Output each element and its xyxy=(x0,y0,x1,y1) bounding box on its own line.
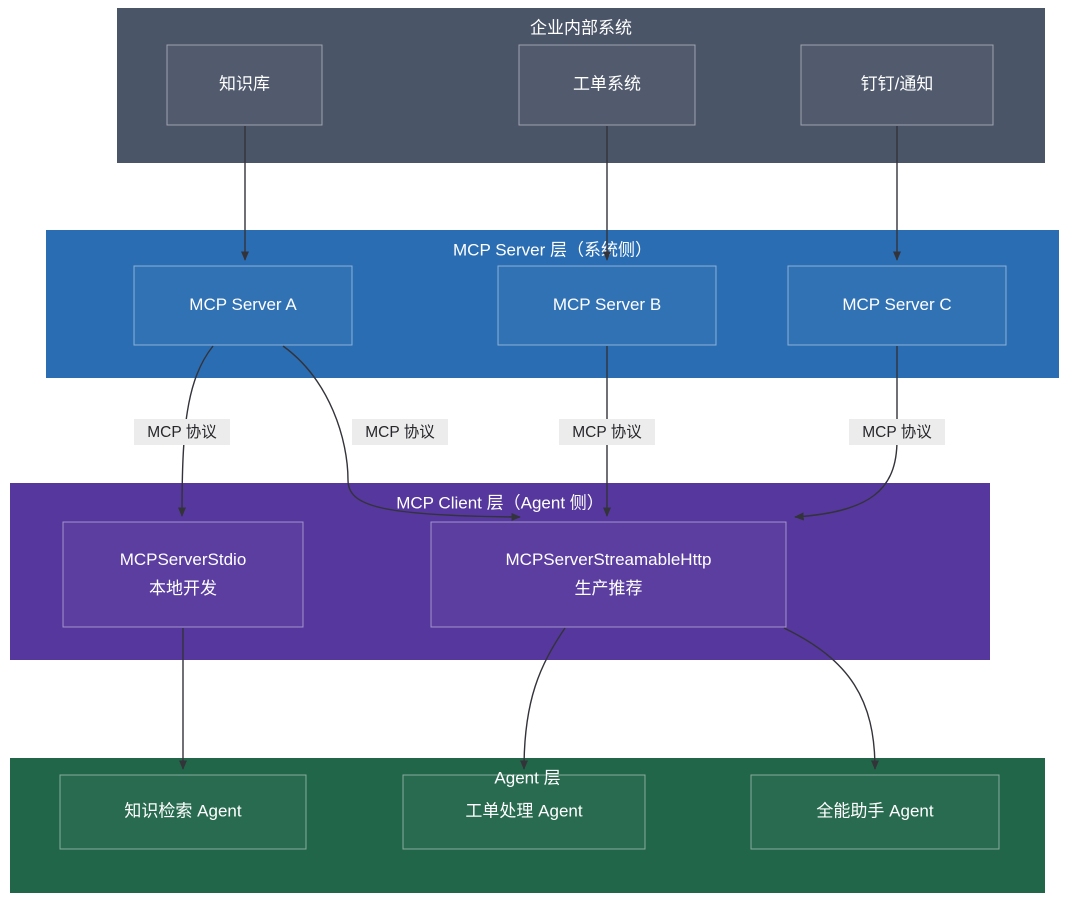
layer-band-mcp-client xyxy=(10,483,990,660)
edge-label-server-a-to-stdio: MCP 协议 xyxy=(134,419,230,445)
layer-title-agent: Agent 层 xyxy=(494,768,560,787)
node-agent-kb[interactable]: 知识检索 Agent xyxy=(59,774,307,850)
node-label-stdio-primary: MCPServerStdio xyxy=(120,550,247,569)
nodes-group: 知识库 工单系统 钉钉/通知 MCP Server A MCP Server B MCP … xyxy=(59,44,1007,850)
edge-label-bg-server-a-to-streamable xyxy=(352,419,448,445)
node-box-dingtalk xyxy=(800,44,994,126)
edge-streamable-to-agent-ticket xyxy=(519,627,566,770)
node-label-dingtalk: 钉钉/通知 xyxy=(861,74,934,93)
layer-band-agent xyxy=(10,758,1045,893)
node-label-agent-ticket: 工单处理 Agent xyxy=(465,801,582,820)
node-label-server-c: MCP Server C xyxy=(842,295,951,314)
edge-label-bg-server-a-to-stdio xyxy=(134,419,230,445)
layer-title-enterprise: 企业内部系统 xyxy=(530,18,632,37)
node-dingtalk[interactable]: 钉钉/通知 xyxy=(800,44,994,126)
node-box-server-c xyxy=(787,265,1007,346)
edge-label-text-server-c-to-streamable: MCP 协议 xyxy=(862,423,932,441)
edge-labels-group: MCP 协议 MCP 协议 MCP 协议 MCP 协议 xyxy=(134,419,945,445)
node-label-kb: 知识库 xyxy=(219,74,270,93)
node-kb[interactable]: 知识库 xyxy=(166,44,323,126)
node-label-ticket: 工单系统 xyxy=(573,74,641,93)
node-stdio[interactable]: MCPServerStdio 本地开发 xyxy=(62,521,304,628)
edge-label-bg-server-c-to-streamable xyxy=(849,419,945,445)
node-box-server-a xyxy=(133,265,353,346)
layer-bands-group: 企业内部系统 MCP Server 层（系统侧） MCP Client 层（Agen… xyxy=(10,8,1059,893)
node-server-a[interactable]: MCP Server A xyxy=(133,265,353,346)
node-ticket[interactable]: 工单系统 xyxy=(518,44,696,126)
node-agent-ticket[interactable]: 工单处理 Agent xyxy=(402,774,646,850)
edge-server-a-to-stdio xyxy=(177,345,214,517)
node-label-agent-all: 全能助手 Agent xyxy=(816,801,933,820)
node-box-kb xyxy=(166,44,323,126)
node-box-agent-kb xyxy=(59,774,307,850)
node-label-server-a: MCP Server A xyxy=(189,295,297,314)
node-box-streamable xyxy=(430,521,787,628)
node-box-agent-all xyxy=(750,774,1000,850)
node-box-server-b xyxy=(497,265,717,346)
node-label-stdio-secondary: 本地开发 xyxy=(149,579,217,598)
edge-label-text-server-b-to-streamable: MCP 协议 xyxy=(572,423,642,441)
node-agent-all[interactable]: 全能助手 Agent xyxy=(750,774,1000,850)
edge-server-c-to-streamable xyxy=(794,346,898,521)
node-streamable[interactable]: MCPServerStreamableHttp 生产推荐 xyxy=(430,521,787,628)
node-server-b[interactable]: MCP Server B xyxy=(497,265,717,346)
edge-label-bg-server-b-to-streamable xyxy=(559,419,655,445)
node-label-streamable-primary: MCPServerStreamableHttp xyxy=(506,550,712,569)
layer-band-enterprise xyxy=(117,8,1045,163)
node-label-agent-kb: 知识检索 Agent xyxy=(124,801,241,820)
edge-label-server-b-to-streamable: MCP 协议 xyxy=(559,419,655,445)
node-server-c[interactable]: MCP Server C xyxy=(787,265,1007,346)
edge-label-server-c-to-streamable: MCP 协议 xyxy=(849,419,945,445)
node-label-streamable-secondary: 生产推荐 xyxy=(575,579,643,598)
node-box-stdio xyxy=(62,521,304,628)
edges-group xyxy=(177,126,902,770)
edge-server-a-to-streamable xyxy=(282,345,521,521)
edge-label-server-a-to-streamable: MCP 协议 xyxy=(352,419,448,445)
layer-band-mcp-server xyxy=(46,230,1059,378)
edge-streamable-to-agent-all xyxy=(783,627,880,770)
layer-title-mcp-client: MCP Client 层（Agent 侧） xyxy=(396,493,604,512)
edge-label-text-server-a-to-stdio: MCP 协议 xyxy=(147,423,217,441)
node-label-server-b: MCP Server B xyxy=(553,295,661,314)
node-box-agent-ticket xyxy=(402,774,646,850)
edge-label-text-server-a-to-streamable: MCP 协议 xyxy=(365,423,435,441)
node-box-ticket xyxy=(518,44,696,126)
layer-title-mcp-server: MCP Server 层（系统侧） xyxy=(453,240,652,259)
